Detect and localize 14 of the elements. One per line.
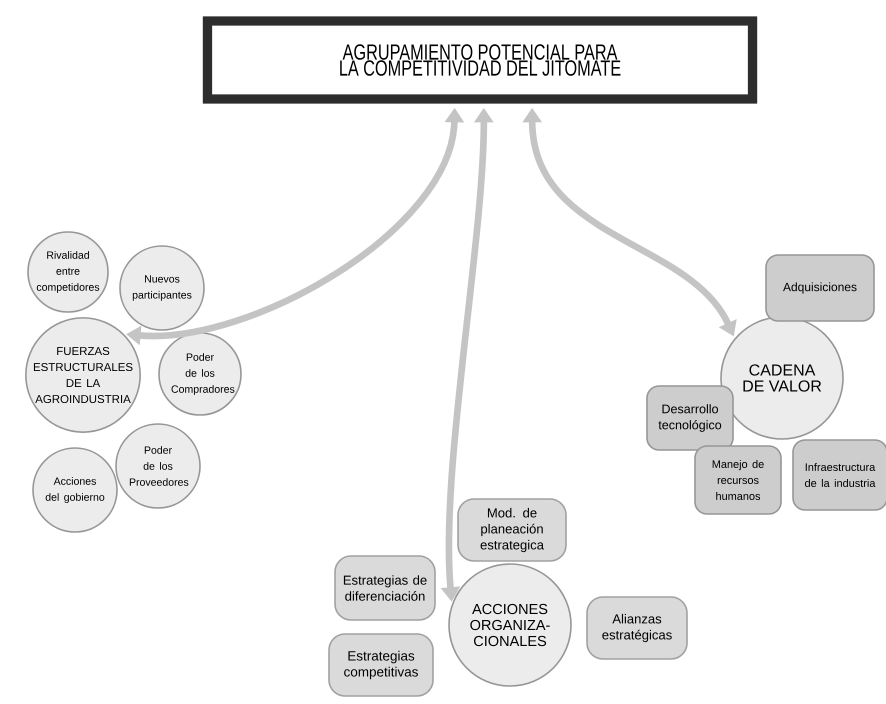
factor-leaf: Infraestructura de la industria (792, 439, 886, 511)
factor-tab: Estrategias de diferenciación (334, 555, 436, 621)
factor-bubble: Rivalidad entre competidores (27, 231, 109, 313)
factor-bubble: Poder de los Proveedores (115, 423, 201, 509)
factor-bubble: Poder de los Compradores (158, 332, 242, 416)
factor-leaf: Manejo de recursos humanos (694, 445, 782, 515)
factor-bubble: Nuevos participantes (119, 245, 205, 331)
factor-tab: Alianzas estratégicas (586, 596, 688, 660)
factor-tab: Mod. de planeación estrategica (457, 498, 567, 562)
factor-tab: Estrategias competitivas (328, 633, 434, 697)
title-banner: AGRUPAMIENTO POTENCIAL PARA LA COMPETITIVIDAD DEL JITOMATE (202, 16, 758, 104)
factor-leaf: Adquisiciones (765, 254, 875, 322)
factor-bubble: Acciones del gobierno (32, 447, 118, 533)
factor-leaf: Desarrollo tecnológico (646, 385, 734, 451)
